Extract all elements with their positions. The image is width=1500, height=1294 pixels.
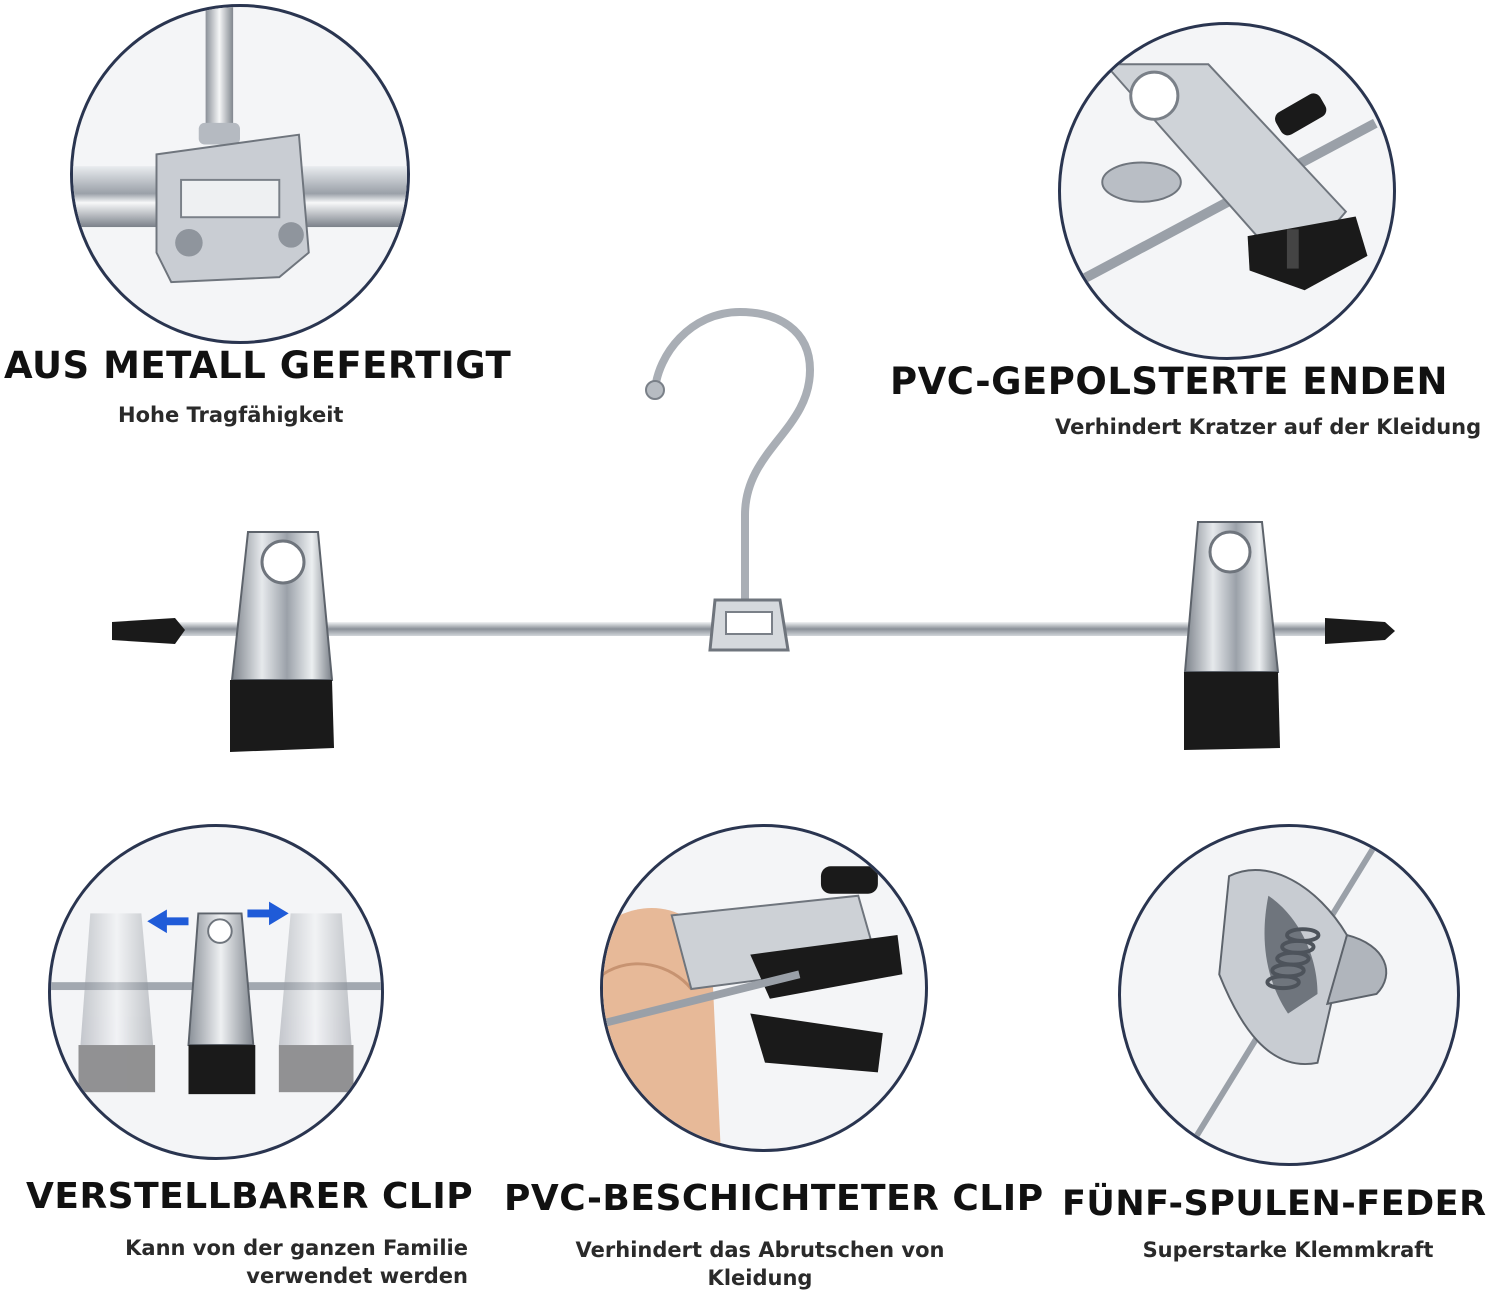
feature-title-pvc-ends: PVC-GEPOLSTERTE ENDEN xyxy=(890,360,1448,403)
detail-circle-pvc-ends xyxy=(1058,22,1396,360)
hanger-illustration xyxy=(112,307,1395,752)
detail-circle-adjustable xyxy=(48,824,384,1160)
feature-subtitle-spring: Superstarke Klemmkraft xyxy=(1142,1238,1434,1262)
feature-title-metal: AUS METALL GEFERTIGT xyxy=(4,344,512,387)
detail-circle-spring xyxy=(1118,824,1460,1166)
feature-subtitle-adjustable-line2: verwendet werden xyxy=(246,1264,468,1288)
swivel-detail-illustration xyxy=(73,7,407,284)
feature-subtitle-pvc-clip-line2: Kleidung xyxy=(707,1266,813,1290)
feature-subtitle-pvc-ends: Verhindert Kratzer auf der Kleidung xyxy=(1055,415,1482,439)
feature-title-spring: FÜNF-SPULEN-FEDER xyxy=(1062,1184,1487,1224)
left-arrow-icon xyxy=(147,909,189,934)
right-arrow-icon xyxy=(247,901,289,926)
clip-end-detail-illustration xyxy=(1078,63,1378,291)
adjustable-clip-illustration xyxy=(51,912,381,1095)
pvc-clip-illustration xyxy=(603,866,903,1149)
feature-subtitle-adjustable-line1: Kann von der ganzen Familie xyxy=(125,1236,468,1260)
detail-circle-metal xyxy=(70,4,410,344)
feature-subtitle-metal: Hohe Tragfähigkeit xyxy=(118,403,344,427)
feature-title-adjustable: VERSTELLBARER CLIP xyxy=(26,1176,474,1217)
detail-circle-pvc-clip xyxy=(600,824,928,1152)
spring-clip-illustration xyxy=(1177,827,1389,1163)
feature-title-pvc-clip: PVC-BESCHICHTETER CLIP xyxy=(504,1178,1044,1219)
feature-subtitle-pvc-clip-line1: Verhindert das Abrutschen von xyxy=(575,1238,945,1262)
